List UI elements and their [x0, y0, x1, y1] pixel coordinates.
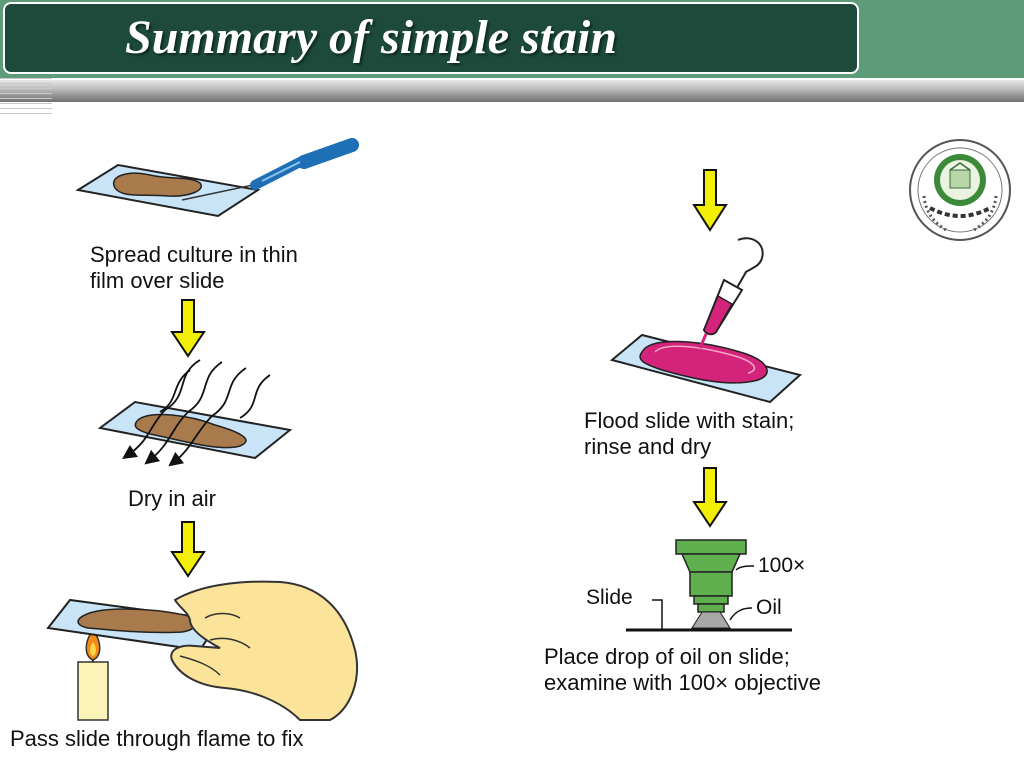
slide-label: Slide: [586, 586, 633, 609]
step-fix-caption: Pass slide through flame to fix: [10, 726, 304, 751]
step-flood-line1: Flood slide with stain;: [584, 408, 795, 433]
step-examine-line2: examine with 100× objective: [544, 670, 821, 695]
pipette-icon: [250, 138, 359, 190]
spread-slide: [75, 163, 263, 218]
objective-lens-icon: [626, 539, 792, 632]
step-spread-line1: Spread culture in thin: [90, 242, 298, 267]
flame-icon: [77, 628, 109, 721]
down-arrow-icon: [170, 299, 206, 358]
dropper-icon: [698, 237, 764, 349]
magnification-label: 100×: [758, 554, 806, 577]
air-flow-lines: [122, 359, 271, 467]
step-flood-line2: rinse and dry: [584, 434, 712, 459]
title-box: Summary of simple stain: [3, 2, 859, 74]
fix-slide: [46, 598, 222, 652]
down-arrow-icon: [692, 467, 728, 528]
down-arrow-icon: [170, 521, 206, 578]
down-arrow-icon: [692, 169, 728, 232]
hand-icon: [170, 580, 359, 721]
oil-label: Oil: [756, 596, 782, 619]
step-spread-line2: film over slide: [90, 268, 225, 293]
page-title: Summary of simple stain: [125, 11, 618, 64]
decorative-lines: [0, 78, 52, 128]
university-logo: [909, 139, 1011, 241]
header-rule: [0, 80, 1024, 102]
stained-slide: [609, 333, 803, 404]
drying-slide: [97, 400, 293, 460]
step-examine-line1: Place drop of oil on slide;: [544, 644, 790, 669]
step-dry-caption: Dry in air: [128, 486, 217, 511]
